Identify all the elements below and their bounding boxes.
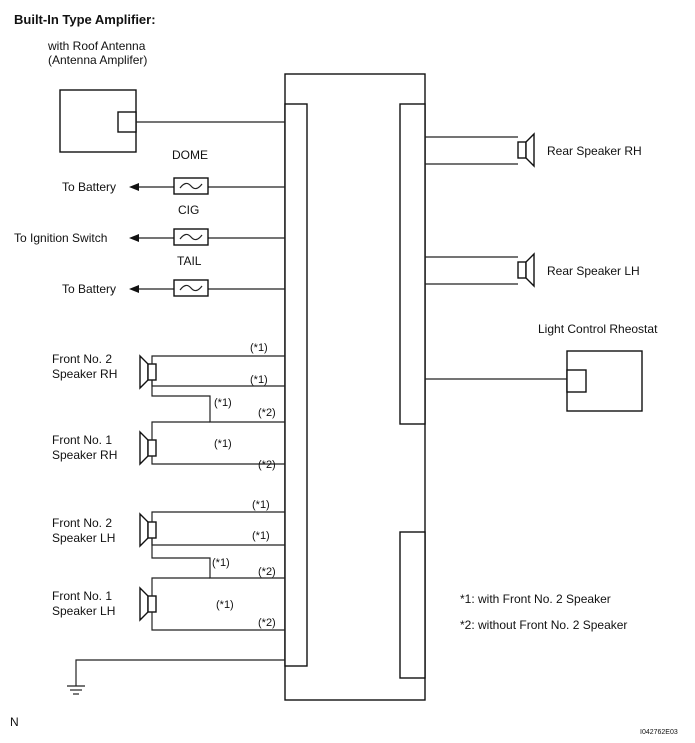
rear-speaker-rh-icon: [517, 132, 535, 168]
fuse-dome-label: DOME: [172, 148, 208, 162]
front1-lh-label-1: Front No. 1: [52, 589, 112, 603]
to-ignition-label: To Ignition Switch: [14, 231, 107, 245]
marker-lh-2: (*1): [252, 530, 270, 542]
front1-lh-speaker-icon: [139, 586, 157, 622]
marker-lh-3: (*1): [212, 557, 230, 569]
marker-rh-4: (*2): [258, 407, 276, 419]
marker-lh-4: (*2): [258, 566, 276, 578]
corner-marker: N: [10, 715, 19, 729]
front1-lh-label-2: Speaker LH: [52, 604, 115, 618]
note-1: *1: with Front No. 2 Speaker: [460, 592, 611, 606]
front1-rh-speaker-icon: [139, 430, 157, 466]
battery-wire-1: [129, 183, 285, 191]
rear-speaker-lh-label: Rear Speaker LH: [547, 264, 640, 278]
front2-lh-label-1: Front No. 2: [52, 516, 112, 530]
front2-rh-label-1: Front No. 2: [52, 352, 112, 366]
marker-rh-6: (*2): [258, 459, 276, 471]
front1-rh-label-1: Front No. 1: [52, 433, 112, 447]
fuse-cig-label: CIG: [178, 203, 199, 217]
front-lh-wiring: [151, 511, 285, 631]
front-rh-wiring: [151, 355, 285, 465]
diagram-title: Built-In Type Amplifier:: [14, 12, 156, 27]
rheostat-label: Light Control Rheostat: [538, 322, 658, 336]
fuse-tail-symbol: [173, 279, 209, 297]
marker-rh-3: (*1): [214, 397, 232, 409]
battery-wire-2: [129, 285, 285, 293]
front1-rh-label-2: Speaker RH: [52, 448, 117, 462]
ignition-wire: [129, 234, 285, 242]
fuse-dome-symbol: [173, 177, 209, 195]
rear-speaker-lh-icon: [517, 252, 535, 288]
light-control-rheostat: [566, 350, 643, 412]
front2-lh-speaker-icon: [139, 512, 157, 548]
antenna-label-line1: with Roof Antenna: [47, 39, 146, 53]
marker-lh-6: (*2): [258, 617, 276, 629]
marker-rh-2: (*1): [250, 374, 268, 386]
fuse-cig-symbol: [173, 228, 209, 246]
marker-lh-1: (*1): [252, 499, 270, 511]
front2-rh-speaker-icon: [139, 354, 157, 390]
rear-speaker-lh-wires: [425, 256, 518, 285]
marker-rh-5: (*1): [214, 438, 232, 450]
ground-wire: [75, 659, 285, 686]
antenna-label-line2: (Antenna Amplifer): [48, 53, 147, 67]
to-battery-label-1: To Battery: [62, 180, 116, 194]
fuse-tail-label: TAIL: [177, 254, 202, 268]
to-battery-label-2: To Battery: [62, 282, 116, 296]
front2-rh-label-2: Speaker RH: [52, 367, 117, 381]
rear-speaker-rh-label: Rear Speaker RH: [547, 144, 642, 158]
marker-lh-5: (*1): [216, 599, 234, 611]
front2-lh-label-2: Speaker LH: [52, 531, 115, 545]
ground-icon: [67, 685, 85, 695]
note-2: *2: without Front No. 2 Speaker: [460, 618, 627, 632]
rear-speaker-rh-wires: [425, 136, 518, 165]
marker-rh-1: (*1): [250, 342, 268, 354]
antenna-amplifier: [59, 89, 137, 153]
amplifier-unit: [284, 73, 426, 701]
figure-code: I042762E03: [640, 729, 678, 736]
